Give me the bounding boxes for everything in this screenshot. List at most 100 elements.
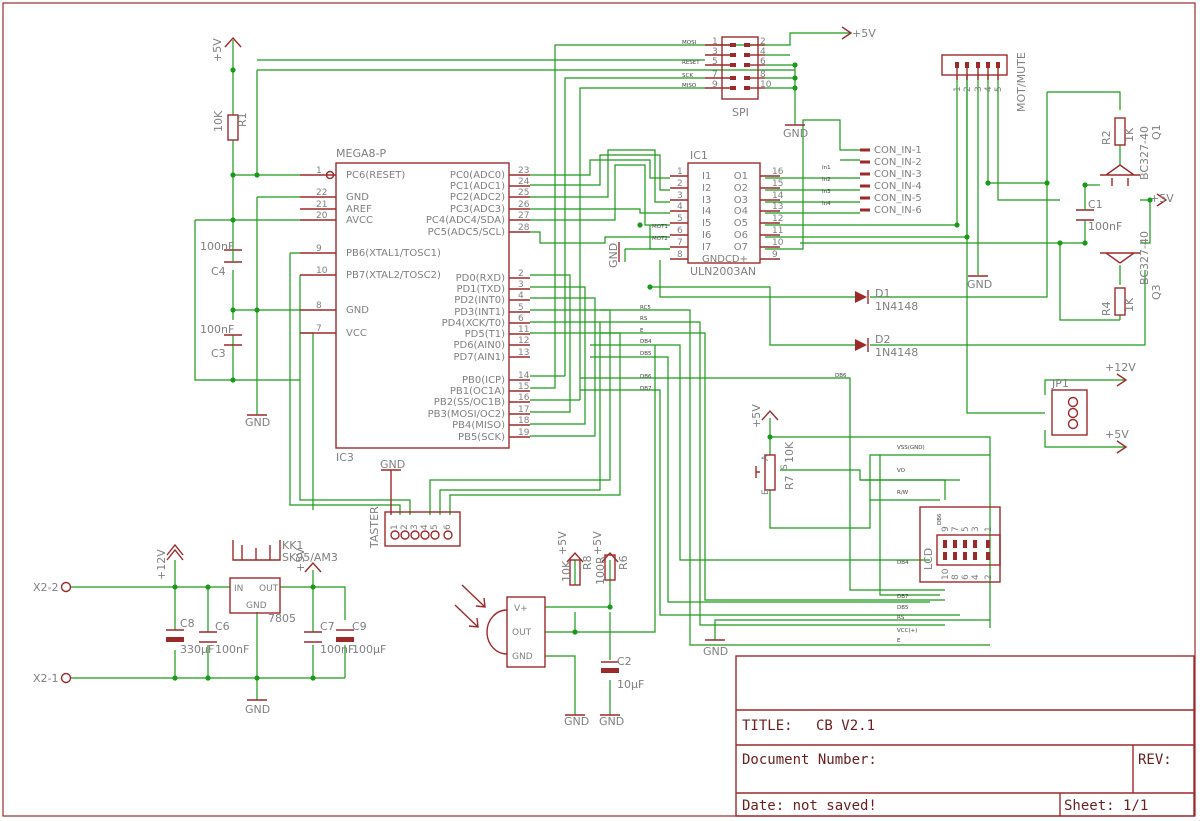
d1-ref: D1 [875, 287, 890, 300]
gnd-label: GND [599, 715, 624, 728]
c2-value: 10µF [617, 678, 644, 691]
ir-out: OUT [512, 628, 532, 638]
lcd-pin-pad [963, 540, 967, 548]
spi-pin-pad [730, 43, 736, 47]
supply-5v-label: +5V [556, 531, 569, 555]
con-in-connectors: CON_IN-1CON_IN-2CON_IN-3CON_IN-4CON_IN-5… [860, 145, 922, 216]
ic1-pin-num: 2 [677, 179, 683, 189]
ic1-pin-name: O6 [734, 230, 748, 241]
reg-name: 7805 [268, 612, 296, 625]
reg-out: OUT [259, 584, 279, 594]
ic1-pin-num: 8 [677, 250, 683, 260]
ic1-pin-num: 12 [772, 214, 783, 224]
ic1-pin-num: 14 [772, 191, 784, 201]
c6-ref: C6 [215, 620, 230, 633]
ic3-pin-name: PC1(ADC1) [450, 181, 505, 192]
ic1-ref: IC1 [690, 149, 708, 162]
r2-body [1114, 117, 1126, 146]
ic1-pin-num: 16 [772, 167, 784, 177]
ic1-pin-name: O1 [734, 171, 748, 182]
ic1-pin-name: O2 [734, 183, 748, 194]
lcd-pin-num: 10 [941, 568, 951, 580]
mot-pin-pad [996, 62, 1000, 68]
spi-pin-num: 10 [760, 80, 772, 90]
con-in-pin [860, 196, 870, 200]
con-in-pin [860, 172, 870, 176]
taster-name: TASTER [368, 506, 381, 549]
ic3-pin-num: 15 [518, 382, 529, 392]
ic3-pin-num: 19 [518, 428, 530, 438]
taster-pin-num: 1 [390, 524, 400, 530]
con-in-label: CON_IN-3 [874, 169, 922, 180]
ic3-pin-name: PC2(ADC2) [450, 192, 505, 203]
c2-ref: C2 [617, 655, 632, 668]
ic1-pin-num: 1 [677, 167, 683, 177]
r4-value: 1K [1123, 297, 1136, 312]
net-db7: DB7 [897, 594, 909, 600]
mot-pin-num: 1 [953, 86, 963, 92]
ic1-pin-name: CD+ [725, 254, 748, 265]
gnd-label: GND [703, 645, 728, 658]
ic3-pin-name: PD0(RXD) [456, 273, 505, 284]
ic3-name: MEGA8-P [336, 147, 386, 160]
con-in-label: CON_IN-4 [874, 181, 922, 192]
spi-signal: MOSI [682, 40, 697, 46]
ic3-pin-num: 3 [518, 280, 524, 290]
ic3-pin-num: 11 [518, 325, 529, 335]
ic3-pin-num: 2 [518, 269, 524, 279]
taster-pin-pad [390, 530, 400, 540]
lcd-pin-num: 5 [961, 526, 971, 532]
x2-1-label: X2-1 [33, 672, 59, 685]
ir-vplus: V+ [514, 604, 528, 614]
spi-pin-num: 4 [760, 47, 766, 57]
ic3-pin-num: 26 [518, 200, 530, 210]
lcd-pin-num: 6 [961, 574, 971, 580]
net-db4-2: DB4 [640, 339, 652, 345]
ic1-pin-num: 11 [772, 226, 783, 236]
r1-body [227, 114, 239, 141]
mot-mute-name: MOT/MUTE [1015, 52, 1028, 112]
net-mot2: MOT2 [652, 236, 668, 242]
ic3-pin-name: PD2(INT0) [454, 295, 505, 306]
ic3-pin-name: PB6(XTAL1/TOSC1) [346, 248, 441, 259]
ic1-pin-name: I5 [702, 218, 711, 229]
net-db6-2: DB6 [640, 374, 652, 380]
spi-pin-num: 1 [712, 37, 718, 47]
supply-5v-label: +5V [750, 404, 763, 428]
net-db4: DB4 [897, 560, 909, 566]
supply-5v-arrow [601, 551, 619, 563]
x2-2-terminal [60, 581, 72, 593]
net-db7-2: DB7 [640, 386, 652, 392]
supply-5v-arrow [761, 409, 779, 421]
lcd-pin-pad [973, 540, 977, 548]
spi-pin-num: 6 [760, 57, 766, 67]
supply-12v-arrow [1116, 373, 1128, 387]
ic3-pin-num: 23 [518, 166, 529, 176]
lcd-pin-pad [953, 552, 957, 560]
ic1-pin-name: O4 [734, 206, 748, 217]
con-in-label: CON_IN-1 [874, 145, 922, 156]
x2-2-label: X2-2 [33, 581, 59, 594]
ic3-pin-name: PC0(ADC0) [450, 170, 505, 181]
ic3-pin-num: 9 [316, 244, 322, 254]
taster-pin-pad [430, 530, 440, 540]
lcd-pin-pad [963, 552, 967, 560]
mot-pin-num: 3 [974, 86, 984, 92]
taster-pin-pad [443, 530, 453, 540]
ic1-pin-name: O5 [734, 218, 748, 229]
q3-symbol [1100, 252, 1140, 264]
r2-value: 1K [1123, 127, 1136, 142]
net-vo: VO [897, 468, 906, 474]
title-block: TITLE: CB V2.1 Document Number: REV: Dat… [735, 655, 1195, 817]
r7-wiper [755, 466, 760, 478]
spi-signal: MISO [682, 83, 697, 89]
ic3-pin-name: PD6(AIN0) [453, 340, 505, 351]
lcd-net-labels: VSS(GND) VO R/W DB4 DB7 DB5 RS VCC(+) E [897, 445, 925, 644]
r4-ref: R4 [1100, 301, 1113, 316]
